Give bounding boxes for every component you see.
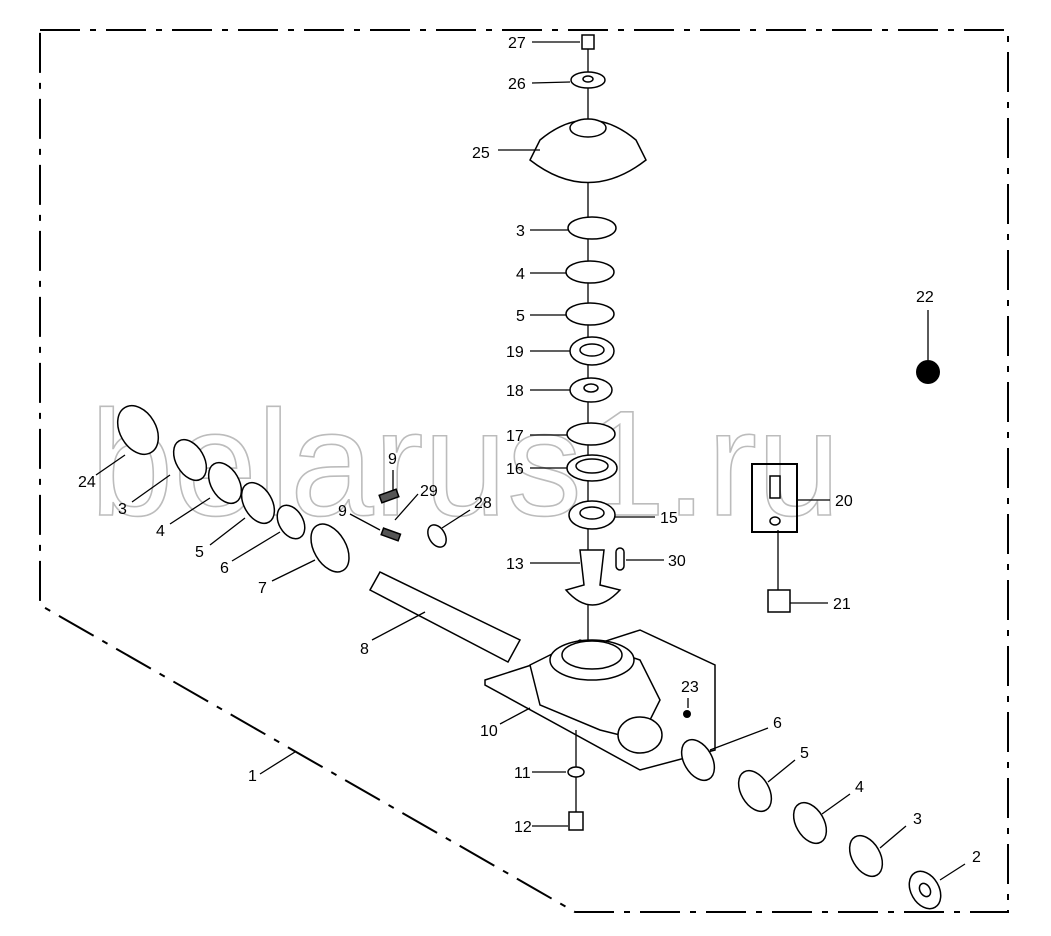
callout-label-4: 4 — [516, 266, 525, 283]
leader-line — [441, 509, 471, 529]
callout-label-11: 11 — [514, 765, 531, 782]
callout-label-21: 21 — [833, 596, 851, 613]
leader-line — [271, 559, 316, 582]
callout-label-1: 1 — [248, 768, 257, 785]
callout-label-7: 7 — [258, 580, 267, 597]
callout-label-5: 5 — [516, 308, 525, 325]
leader-line — [371, 611, 426, 641]
assembly-boundary — [39, 29, 1009, 913]
housing — [484, 360, 940, 771]
callout-label-6: 6 — [773, 715, 782, 732]
callout-label-5: 5 — [195, 544, 204, 561]
leader-line — [767, 759, 796, 783]
leader-line — [499, 707, 531, 725]
leader-line — [169, 497, 211, 525]
leader-line — [349, 513, 381, 531]
leader-line — [531, 81, 571, 84]
callout-label-4: 4 — [156, 523, 165, 540]
callout-label-15: 15 — [660, 510, 678, 527]
callout-label-24: 24 — [78, 474, 96, 491]
callout-label-13: 13 — [506, 556, 524, 573]
callout-label-4: 4 — [855, 779, 864, 796]
leader-line — [231, 531, 281, 562]
callout-label-19: 19 — [506, 344, 524, 361]
callout-label-16: 16 — [506, 461, 524, 478]
callout-label-25: 25 — [472, 145, 490, 162]
callout-label-9: 9 — [388, 451, 397, 468]
callout-label-27: 27 — [508, 35, 526, 52]
horizontal-shaft-parts — [116, 405, 942, 910]
leader-line — [209, 517, 246, 546]
callout-label-2: 2 — [972, 849, 981, 866]
callout-label-23: 23 — [681, 679, 699, 696]
callout-label-22: 22 — [916, 289, 934, 306]
leader-line — [821, 793, 851, 815]
callout-label-29: 29 — [420, 483, 438, 500]
callout-label-10: 10 — [480, 723, 498, 740]
leader-line — [879, 825, 907, 849]
leader-line — [95, 454, 126, 476]
callout-label-6: 6 — [220, 560, 229, 577]
callout-label-28: 28 — [474, 495, 492, 512]
callout-label-3: 3 — [913, 811, 922, 828]
leader-line — [939, 863, 966, 881]
callout-label-18: 18 — [506, 383, 524, 400]
callout-label-8: 8 — [360, 641, 369, 658]
callout-label-3: 3 — [516, 223, 525, 240]
callout-label-30: 30 — [668, 553, 686, 570]
callout-label-17: 17 — [506, 428, 524, 445]
leader-line — [709, 727, 769, 751]
leader-line — [394, 493, 419, 521]
callout-label-9: 9 — [338, 503, 347, 520]
callout-label-26: 26 — [508, 76, 526, 93]
callout-label-5: 5 — [800, 745, 809, 762]
vertical-shaft-parts — [529, 34, 647, 650]
leader-line — [131, 474, 171, 503]
callout-label-12: 12 — [514, 819, 532, 836]
callout-label-3: 3 — [118, 501, 127, 518]
leader-line — [259, 751, 296, 775]
callout-label-20: 20 — [835, 493, 853, 510]
